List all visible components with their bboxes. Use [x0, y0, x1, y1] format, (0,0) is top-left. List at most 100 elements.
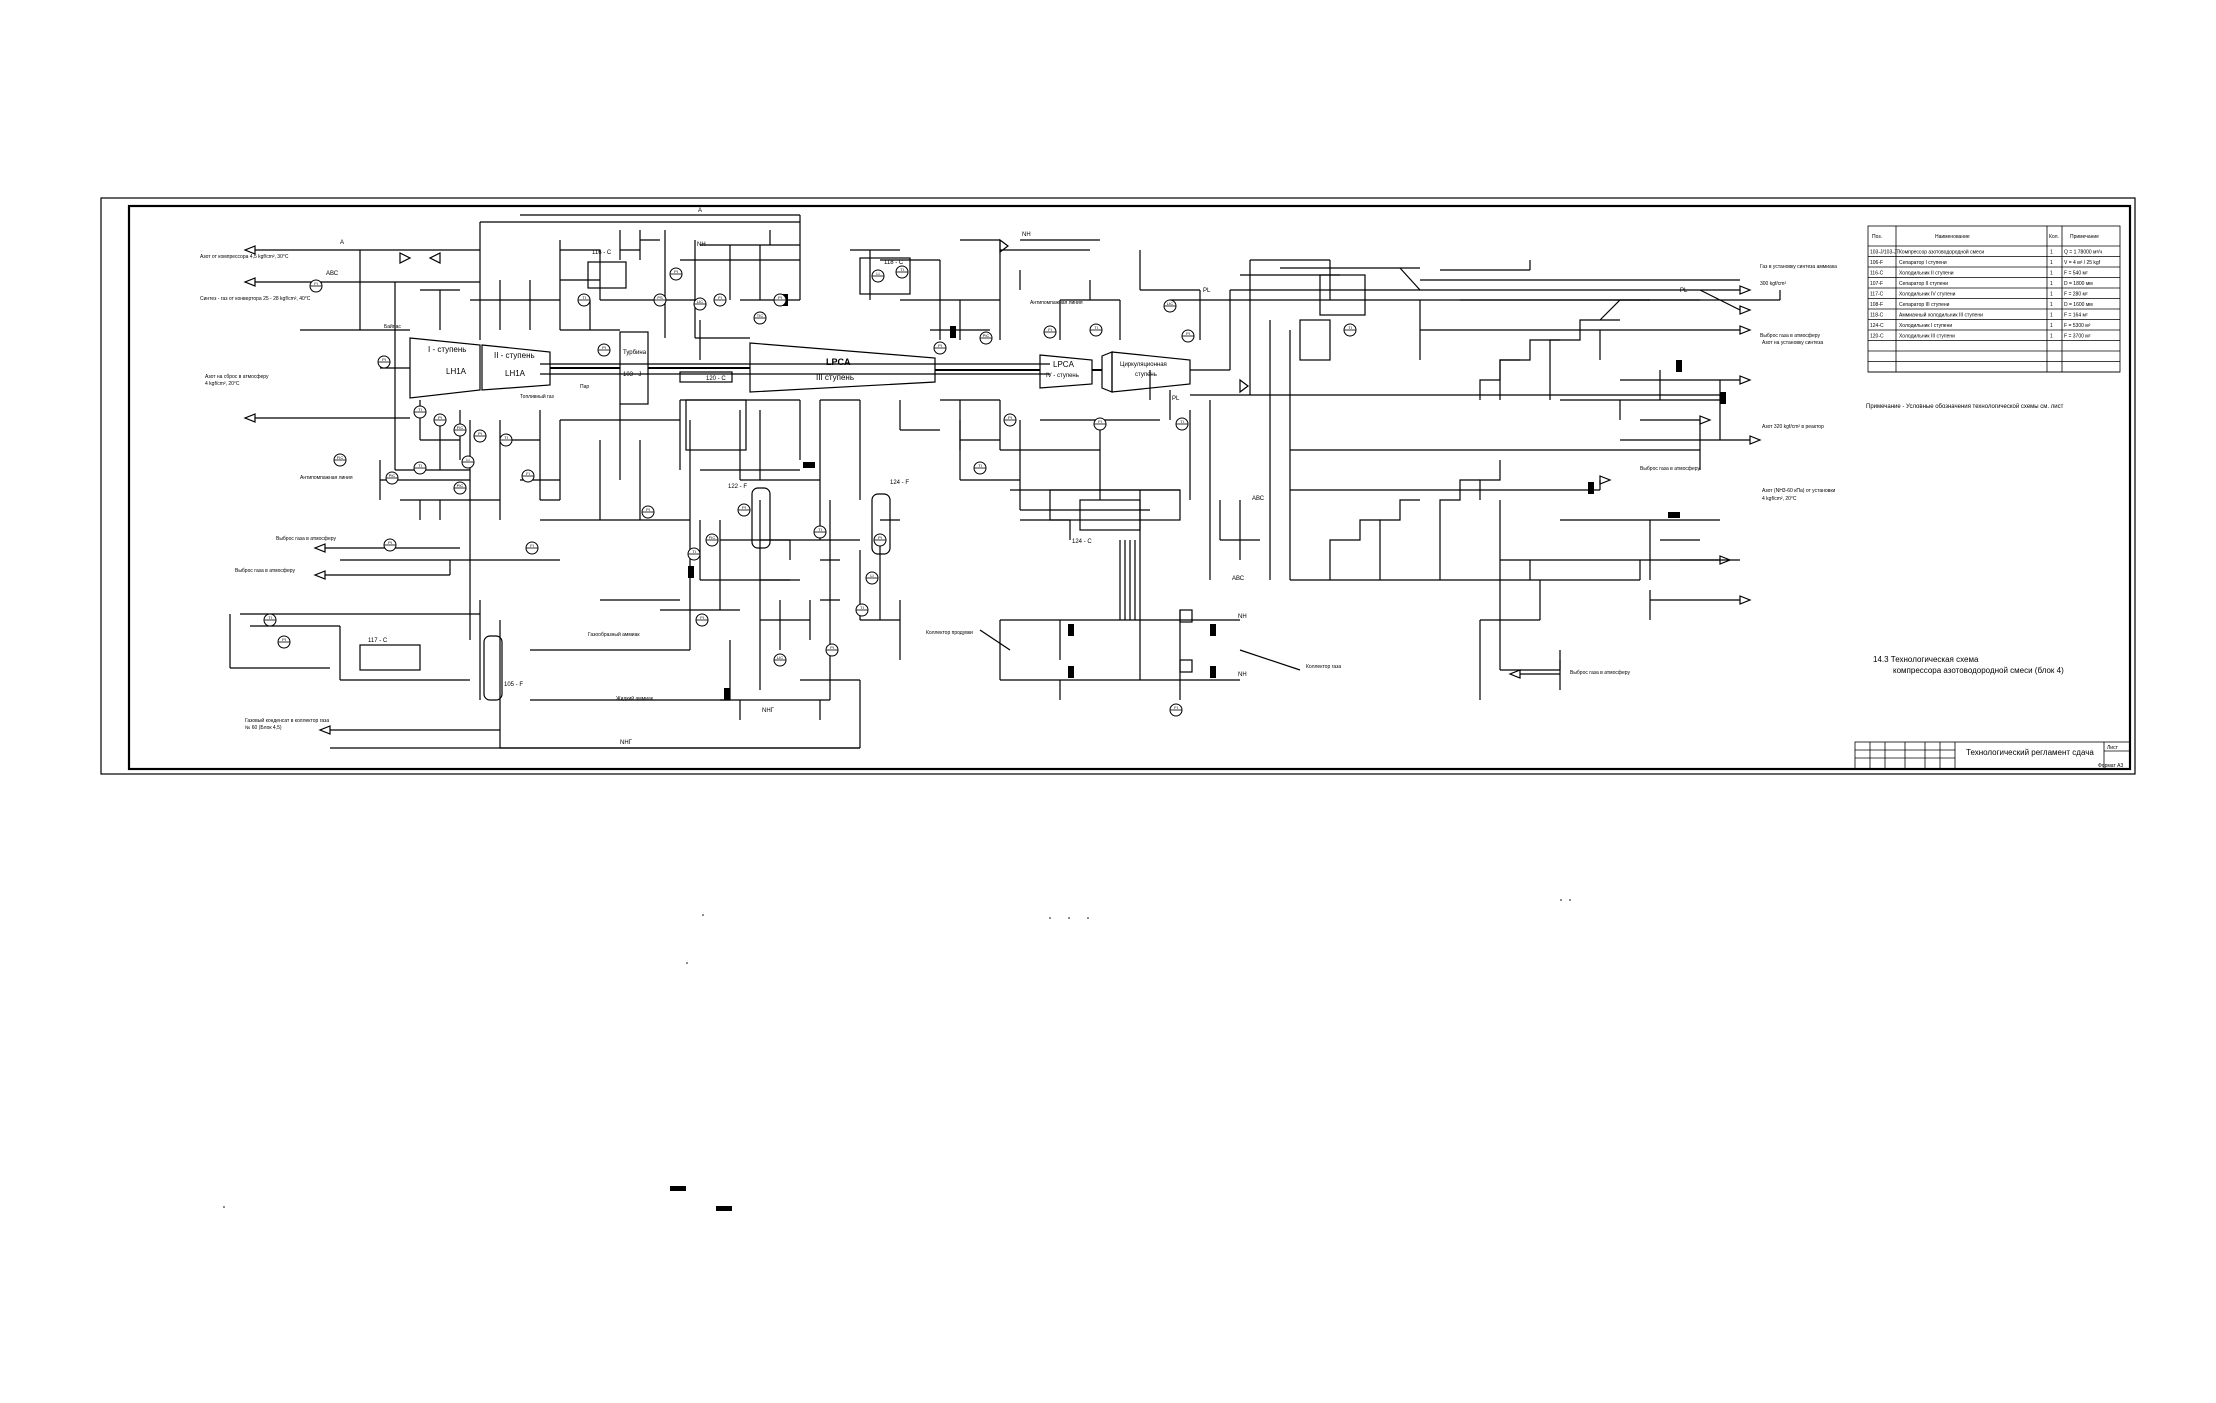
spec-cell: F = 3700 м² [2064, 334, 2091, 340]
instrument-bubble: PI [1181, 329, 1195, 343]
spec-cell: Холодильник IV ступени [1899, 292, 1956, 298]
instrument-bubble: TI [1343, 323, 1357, 337]
instrument-label: LIC [697, 299, 703, 304]
spec-cell: 1 [2050, 281, 2053, 287]
notes: Азот от компрессора 4,5 kgf/cm², 30°С Си… [200, 254, 1837, 731]
note-ammonia-right-sub: 4 kgf/cm², 20°С [1762, 496, 1797, 502]
instrument-label: FI [1098, 419, 1102, 424]
line-nhg-1: NHГ [620, 740, 633, 746]
line-abc-1: АВС [326, 271, 339, 277]
instrument-label: LI [466, 457, 469, 462]
instrument-label: TI [504, 435, 508, 440]
instrument-bubble: PI [695, 613, 709, 627]
line-nh-2: NH [1022, 232, 1031, 238]
instrument-bubble: LIC [1163, 299, 1177, 313]
instrument-bubble: PI [597, 343, 611, 357]
note-bypass: Байпас [384, 323, 401, 330]
instrument-bubble: FI [309, 279, 323, 293]
instrument-bubble: LI [865, 571, 879, 585]
instrument-label: PI [646, 507, 650, 512]
caption-line1: 14.3 Технологическая схема [1873, 655, 1979, 664]
instrument-label: FI [1174, 705, 1178, 710]
spec-cell: 1 [2050, 334, 2053, 340]
turbine-tag: 103 - J [623, 372, 641, 378]
instrument-label: PS [657, 295, 663, 300]
sheet-inner-frame [127, 204, 2132, 771]
tag-124c: 124 - C [1072, 539, 1092, 545]
instrument-label: PIC [983, 333, 990, 338]
instrument-bubble: TI [895, 265, 909, 279]
trap-2 [1179, 659, 1193, 673]
instrument-label: TI [418, 463, 422, 468]
footnote: Примечание - Условные обозначения технол… [1866, 403, 2064, 410]
instrument-bubble: TI [855, 603, 869, 617]
circ-stage-line2: ступень [1135, 372, 1157, 378]
instrument-label: FIC [337, 455, 344, 460]
note-fuel-gas: Топливный газ [520, 393, 554, 400]
stage1-code: LH1A [446, 367, 467, 376]
note-to-atm-right: Выброс газа в атмосферу [1760, 333, 1820, 339]
spec-cell: Сепаратор II ступени [1899, 281, 1948, 287]
instrument-label: PI [388, 540, 392, 545]
spec-cell: Сепаратор I ступени [1899, 260, 1947, 266]
instrument-label: FI [1048, 327, 1052, 332]
spec-cell: 116-C [1870, 271, 1884, 277]
tag-122f: 122 - F [728, 484, 747, 490]
instrument-label: PI [674, 269, 678, 274]
trap-1 [1179, 609, 1193, 623]
stage2-code: LH1A [505, 369, 526, 378]
tag-105f: 105 - F [504, 682, 523, 688]
instrument-bubble: LI [461, 455, 475, 469]
spec-cell: 1 [2050, 323, 2053, 329]
line-a-1: A [340, 240, 344, 246]
instrument-label: TI [268, 615, 272, 620]
instrument-label: PI [700, 615, 704, 620]
pump-right [1299, 319, 1331, 361]
note-liquid-ammonia: Жидкий аммиак [616, 695, 654, 702]
spec-cell: 1 [2050, 250, 2053, 256]
instrument-bubble: PI [377, 355, 391, 369]
instrument-bubble: FI [525, 541, 539, 555]
instrument-label: PIC [389, 473, 396, 478]
spec-cell: 108-F [1870, 302, 1883, 308]
spec-cell: 1 [2050, 302, 2053, 308]
instrument-bubble: FIC [333, 453, 347, 467]
title-block-sheet: Лист [2107, 745, 2119, 751]
instrument-label: TI [1348, 325, 1352, 330]
tag-118c: 118 - C [884, 260, 904, 266]
spec-cell: 1 [2050, 260, 2053, 266]
flow-arrows [243, 245, 1762, 735]
instrument-bubble: TI [1089, 323, 1103, 337]
instrument-label: TI [900, 267, 904, 272]
instrument-bubble: PI [669, 267, 683, 281]
note-vent2: Выброс газа в атмосферу [235, 568, 295, 574]
instrument-label: PI [742, 505, 746, 510]
instrument-bubble: FI [1169, 703, 1183, 717]
instrument-label: TI [418, 407, 422, 412]
note-gas-synth: Газ в установку синтеза аммиака [1760, 264, 1837, 270]
spec-cell: Компрессор азотоводородной смеси [1899, 249, 1984, 256]
instrument-label: TI [978, 463, 982, 468]
note-steam: Пар [580, 384, 589, 390]
spec-cell: Аммиачный холодильник III ступени [1899, 312, 1983, 319]
spec-cell: F = 5300 м² [2064, 323, 2091, 329]
drum-right [1319, 274, 1366, 316]
spec-cell: 1 [2050, 271, 2053, 277]
spec-cell: 106-F [1870, 260, 1883, 266]
line-nh-4: NH [1238, 672, 1247, 678]
instrument-label: TI [692, 549, 696, 554]
instrument-label: FI [314, 281, 318, 286]
instrument-bubble: FI [1093, 417, 1107, 431]
exchanger-118c [859, 257, 911, 295]
note-anti-surge: Антипомпажная линия [300, 475, 353, 481]
line-nhg-2: NHГ [762, 708, 775, 714]
instrument-bubble: PI [773, 293, 787, 307]
spec-header-pos: Поз. [1872, 234, 1882, 240]
instrument-label: LIC [1167, 301, 1173, 306]
line-abc-2: АВС [1252, 496, 1265, 502]
lpca-stage: III ступень [816, 373, 854, 382]
spec-cell: F = 280 м² [2064, 292, 2088, 298]
instrument-bubble: FI [521, 469, 535, 483]
hpca-stage: IV - ступень [1046, 373, 1079, 379]
